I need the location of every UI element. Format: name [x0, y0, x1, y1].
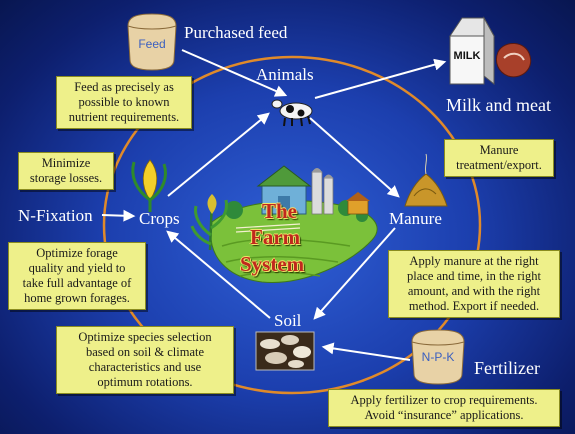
- fertilizer-bag-label: N-P-K: [421, 350, 455, 364]
- node-n-fixation: N-Fixation: [18, 206, 93, 225]
- arrow-soil-to-crops: [166, 230, 271, 319]
- milk-carton-label: MILK: [453, 50, 481, 62]
- feed-bag-label: Feed: [138, 37, 166, 51]
- node-animals: Animals: [256, 65, 314, 84]
- node-milk-meat: Milk and meat: [446, 95, 551, 115]
- soil-image: [255, 331, 315, 371]
- manure-pile-icon: [404, 153, 448, 207]
- node-fertilizer: Fertilizer: [474, 358, 540, 378]
- center-title-line-1: The: [262, 199, 298, 223]
- arrow-animals-to-milk: [314, 58, 447, 99]
- node-purchased-feed: Purchased feed: [184, 23, 288, 42]
- arrow-crops-to-animals: [167, 112, 270, 197]
- arrow-manure-to-soil: [313, 227, 396, 320]
- corn-icon: [131, 159, 167, 212]
- node-soil: Soil: [274, 311, 302, 330]
- corn-plant-icon: [190, 194, 228, 251]
- node-manure: Manure: [389, 209, 442, 228]
- milk-carton-icon: [449, 16, 495, 86]
- arrow-animals-to-manure: [309, 117, 400, 198]
- arrow-n-fixation-to-crops: [101, 209, 136, 222]
- steak-icon: [495, 43, 532, 78]
- flow-arrows: [101, 49, 447, 361]
- fertilizer-bag-icon: [411, 329, 465, 385]
- center-title-line-3: System: [240, 252, 305, 276]
- cycle-ring: [102, 55, 482, 395]
- center-title-line-2: Farm: [250, 225, 301, 249]
- arrow-purchased-feed-to-animals: [181, 49, 288, 97]
- feed-bag-icon: [127, 13, 177, 71]
- arrow-fertilizer-to-soil: [321, 342, 411, 361]
- node-crops: Crops: [139, 209, 180, 228]
- note-fertilizer-application: Apply fertilizer to crop requirements.Av…: [328, 389, 560, 427]
- farm-illustration: [210, 165, 378, 283]
- cow-icon: [271, 99, 313, 127]
